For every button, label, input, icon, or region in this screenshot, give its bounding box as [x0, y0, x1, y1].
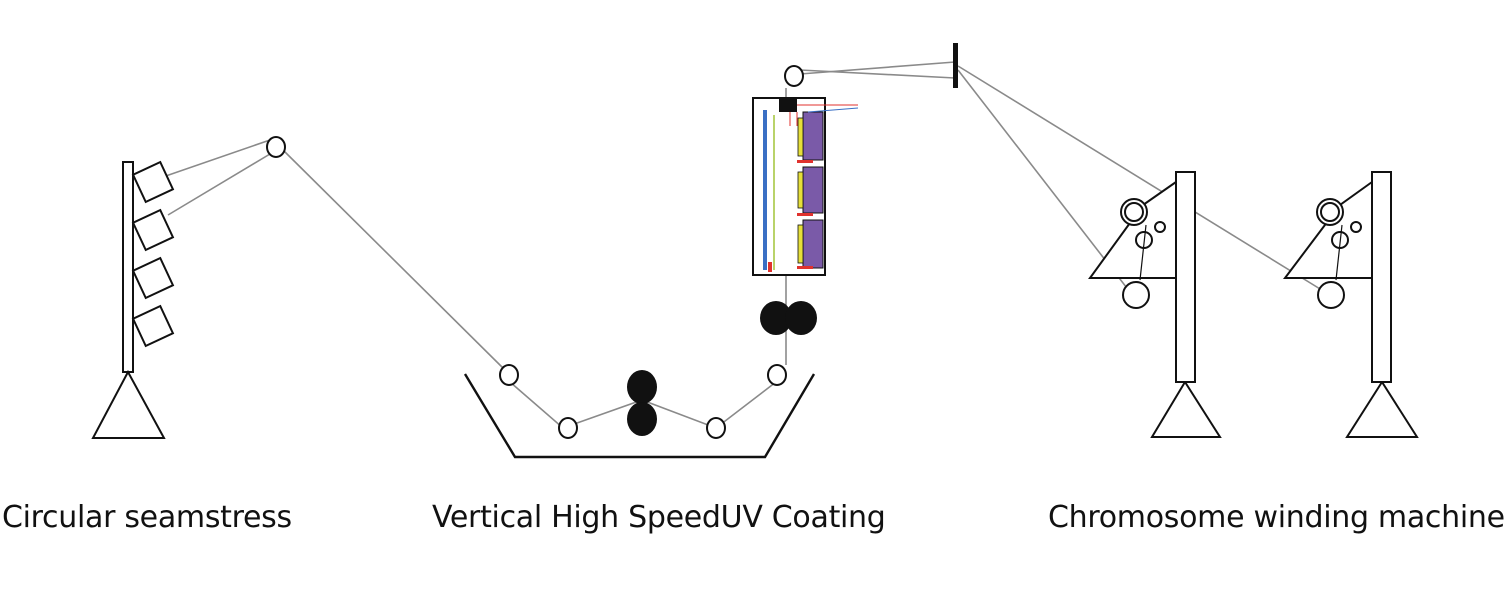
bobbin [131, 160, 175, 204]
uv-lamp-strip [768, 262, 772, 272]
bobbin [131, 208, 175, 252]
creel [91, 136, 286, 439]
creel-base [91, 369, 166, 439]
winder-roller [1154, 221, 1166, 233]
creel-caption: Circular seamstress [2, 500, 292, 535]
bath-squeeze-rollers [627, 370, 657, 436]
uv-pull-rollers [760, 301, 817, 335]
bath-tank [463, 373, 816, 459]
winder-post [1371, 171, 1392, 383]
coating-bath [463, 373, 816, 459]
coating-caption: Vertical High SpeedUV Coating [432, 500, 886, 535]
guide-bar [953, 43, 958, 88]
uv-lamp-panel [797, 111, 824, 161]
winder-roller [1350, 221, 1362, 233]
top-pulley [784, 65, 804, 87]
winder-take-up [1317, 281, 1345, 309]
bath-guide-roller [767, 364, 787, 386]
winder [1088, 171, 1222, 438]
bath-guide-roller [558, 417, 578, 439]
creel-guide-pulley [266, 136, 286, 158]
uv-lamp-strip [763, 110, 767, 270]
bobbin [131, 304, 175, 348]
winder-caption: Chromosome winding machine [1048, 500, 1505, 535]
winder [1282, 171, 1419, 438]
bath-guide-roller [499, 364, 519, 386]
winder-base [1150, 380, 1222, 438]
uv-lamp-strip [773, 115, 775, 270]
winder-frame [1088, 180, 1177, 279]
creel-post [122, 161, 134, 373]
bath-rollers [499, 364, 787, 439]
uv-lamp-panel [797, 219, 824, 269]
winder-post [1175, 171, 1196, 383]
uv-lamp-panel [797, 166, 824, 214]
uv-tower-cap [779, 98, 797, 112]
winder-base [1345, 380, 1419, 438]
bobbin [131, 256, 175, 300]
winder-take-up [1122, 281, 1150, 309]
winder-frame [1282, 180, 1373, 279]
bath-guide-roller [706, 417, 726, 439]
uv-tower [752, 97, 859, 276]
